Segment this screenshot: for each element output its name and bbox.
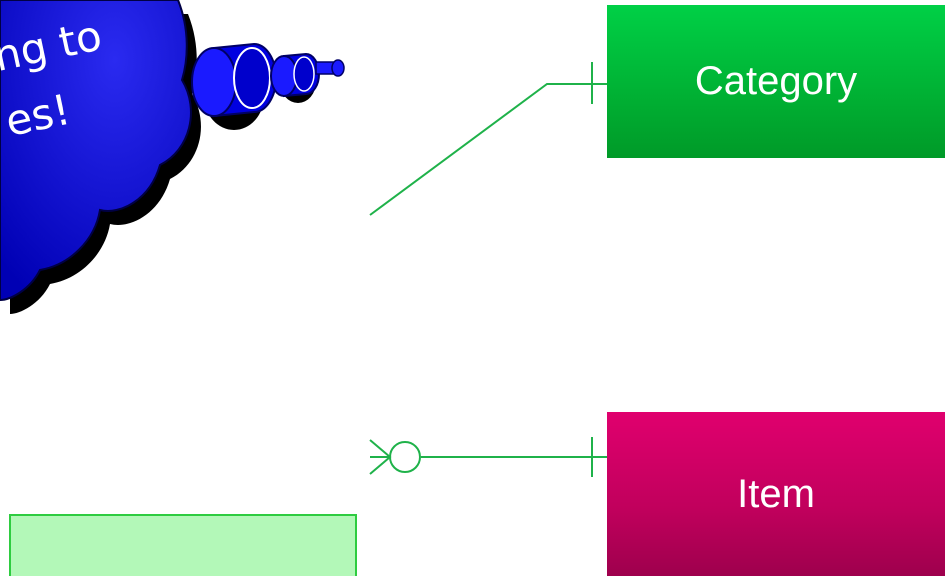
entity-category[interactable]: Category [607,5,945,158]
relationship-category [369,62,607,216]
entity-category-label: Category [694,59,858,103]
zero-marker [389,441,421,473]
entity-item-label: Item [737,471,815,516]
speech-cloud: ng to es! [0,0,192,302]
partial-entity-box[interactable] [9,514,357,576]
relationship-item [369,437,607,477]
entity-item[interactable]: Item [607,412,945,576]
cloud-tail-bubbles [191,42,345,130]
